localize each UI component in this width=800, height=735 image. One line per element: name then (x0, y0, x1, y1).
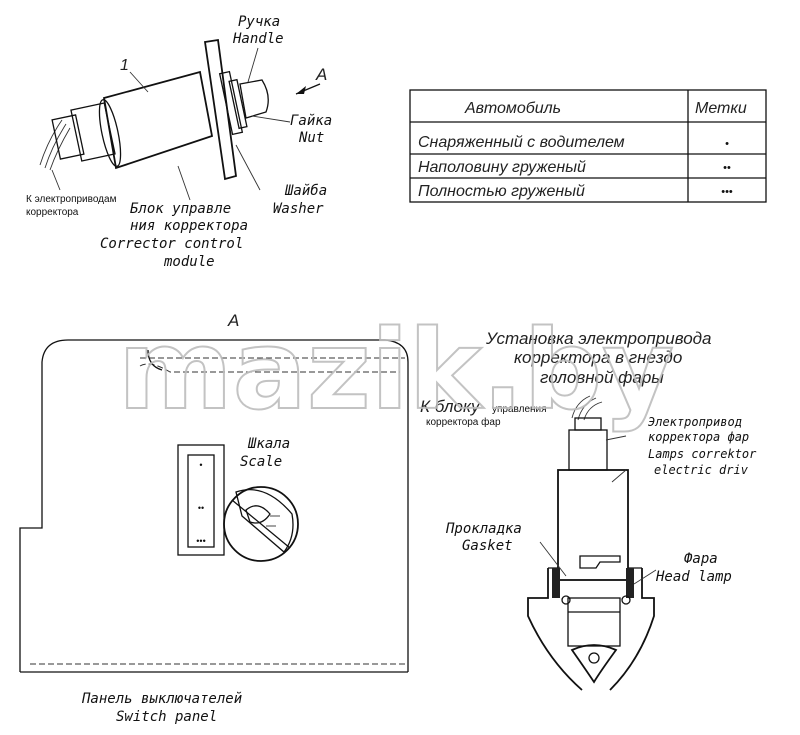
table-row-1-mark: • (725, 138, 729, 150)
to-block-small-1: управления (492, 404, 547, 415)
handle-label-ru: Ручка (238, 14, 280, 30)
headlamp-label-en: Head lamp (655, 569, 732, 585)
table-header-marks: Метки (695, 100, 747, 117)
to-actuators-label-2: корректора (26, 207, 79, 218)
marks-table (409, 89, 767, 203)
install-title-2: корректора в гнездо (514, 348, 682, 367)
gasket-label-en: Gasket (462, 538, 513, 554)
scale-mark-3: ••• (196, 536, 205, 546)
table-header-vehicle: Автомобиль (464, 100, 561, 117)
block-label-ru-1: Блок управле (130, 201, 231, 217)
watermark-text: mazik.by (118, 306, 674, 434)
view-a-label: A (227, 311, 239, 330)
control-module-drawing (39, 38, 321, 201)
handle-label-en: Handle (232, 31, 284, 47)
table-row-2-label: Наполовину груженый (418, 159, 586, 176)
headlamp-label-ru: Фара (684, 551, 718, 567)
install-title-1: Установка электропривода (485, 329, 712, 348)
nut-label-en: Nut (298, 130, 324, 146)
washer-label-en: Washer (273, 201, 324, 217)
arrow-a-label: A (315, 65, 327, 84)
switch-panel-label-ru: Панель выключателей (81, 691, 242, 707)
table-row-3-label: Полностью груженый (418, 183, 585, 200)
scale-mark-1: • (199, 460, 202, 470)
to-block-small-2: корректора фар (426, 416, 501, 428)
to-block-label: К блоку (420, 397, 481, 416)
headlamp-install-drawing (527, 395, 657, 691)
to-actuators-label-1: К электроприводам (26, 194, 117, 205)
module-number-label: 1 (120, 57, 129, 74)
drive-label-ru-2: корректора фар (648, 430, 749, 444)
block-label-ru-2: ния корректора (130, 218, 248, 234)
table-row-1-label: Снаряженный с водителем (418, 134, 625, 151)
block-label-en-2: module (163, 254, 215, 270)
install-title-3: головной фары (540, 368, 664, 387)
drive-label-en-2: electric driv (654, 463, 749, 477)
scale-label-ru: Шкала (247, 436, 290, 452)
switch-panel-label-en: Switch panel (116, 709, 217, 725)
drive-label-en-1: Lamps correktor (648, 447, 757, 461)
switch-panel-drawing (19, 339, 409, 673)
nut-label-ru: Гайка (290, 113, 332, 129)
block-label-en-1: Corrector control (100, 236, 243, 252)
drive-label-ru-1: Электропривод (648, 415, 742, 429)
table-row-3-mark: ••• (721, 186, 733, 198)
scale-mark-2: •• (198, 503, 204, 513)
scale-label-en: Scale (240, 454, 282, 470)
table-row-2-mark: •• (723, 162, 731, 174)
gasket-label-ru: Прокладка (445, 521, 522, 537)
washer-label-ru: Шайба (284, 183, 327, 199)
